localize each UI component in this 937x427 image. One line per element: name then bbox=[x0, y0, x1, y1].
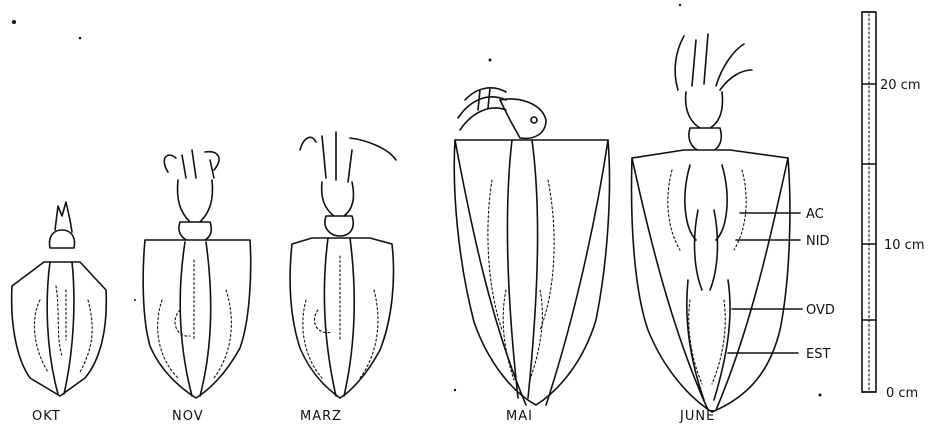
month-label-nov: NOV bbox=[172, 409, 204, 424]
month-label-mai: MAI bbox=[506, 409, 533, 424]
squid-june bbox=[632, 34, 790, 412]
scale-label-10: 10 cm bbox=[884, 238, 925, 253]
squid-nov bbox=[143, 150, 251, 398]
month-label-june: JUNE bbox=[679, 409, 715, 424]
squid-okt bbox=[12, 202, 107, 396]
scale-label-0: 0 cm bbox=[886, 386, 918, 401]
annotation-ac: AC bbox=[806, 207, 824, 222]
scale-label-20: 20 cm bbox=[880, 78, 921, 93]
squid-marz bbox=[290, 132, 396, 398]
annotation-est: EST bbox=[806, 347, 830, 362]
annotation-ovd: OVD bbox=[806, 303, 835, 318]
scale-bar bbox=[862, 12, 876, 392]
month-label-marz: MARZ bbox=[300, 409, 342, 424]
annotation-nid: NID bbox=[806, 234, 830, 249]
month-label-okt: OKT bbox=[32, 409, 61, 424]
squid-mai bbox=[454, 88, 609, 405]
